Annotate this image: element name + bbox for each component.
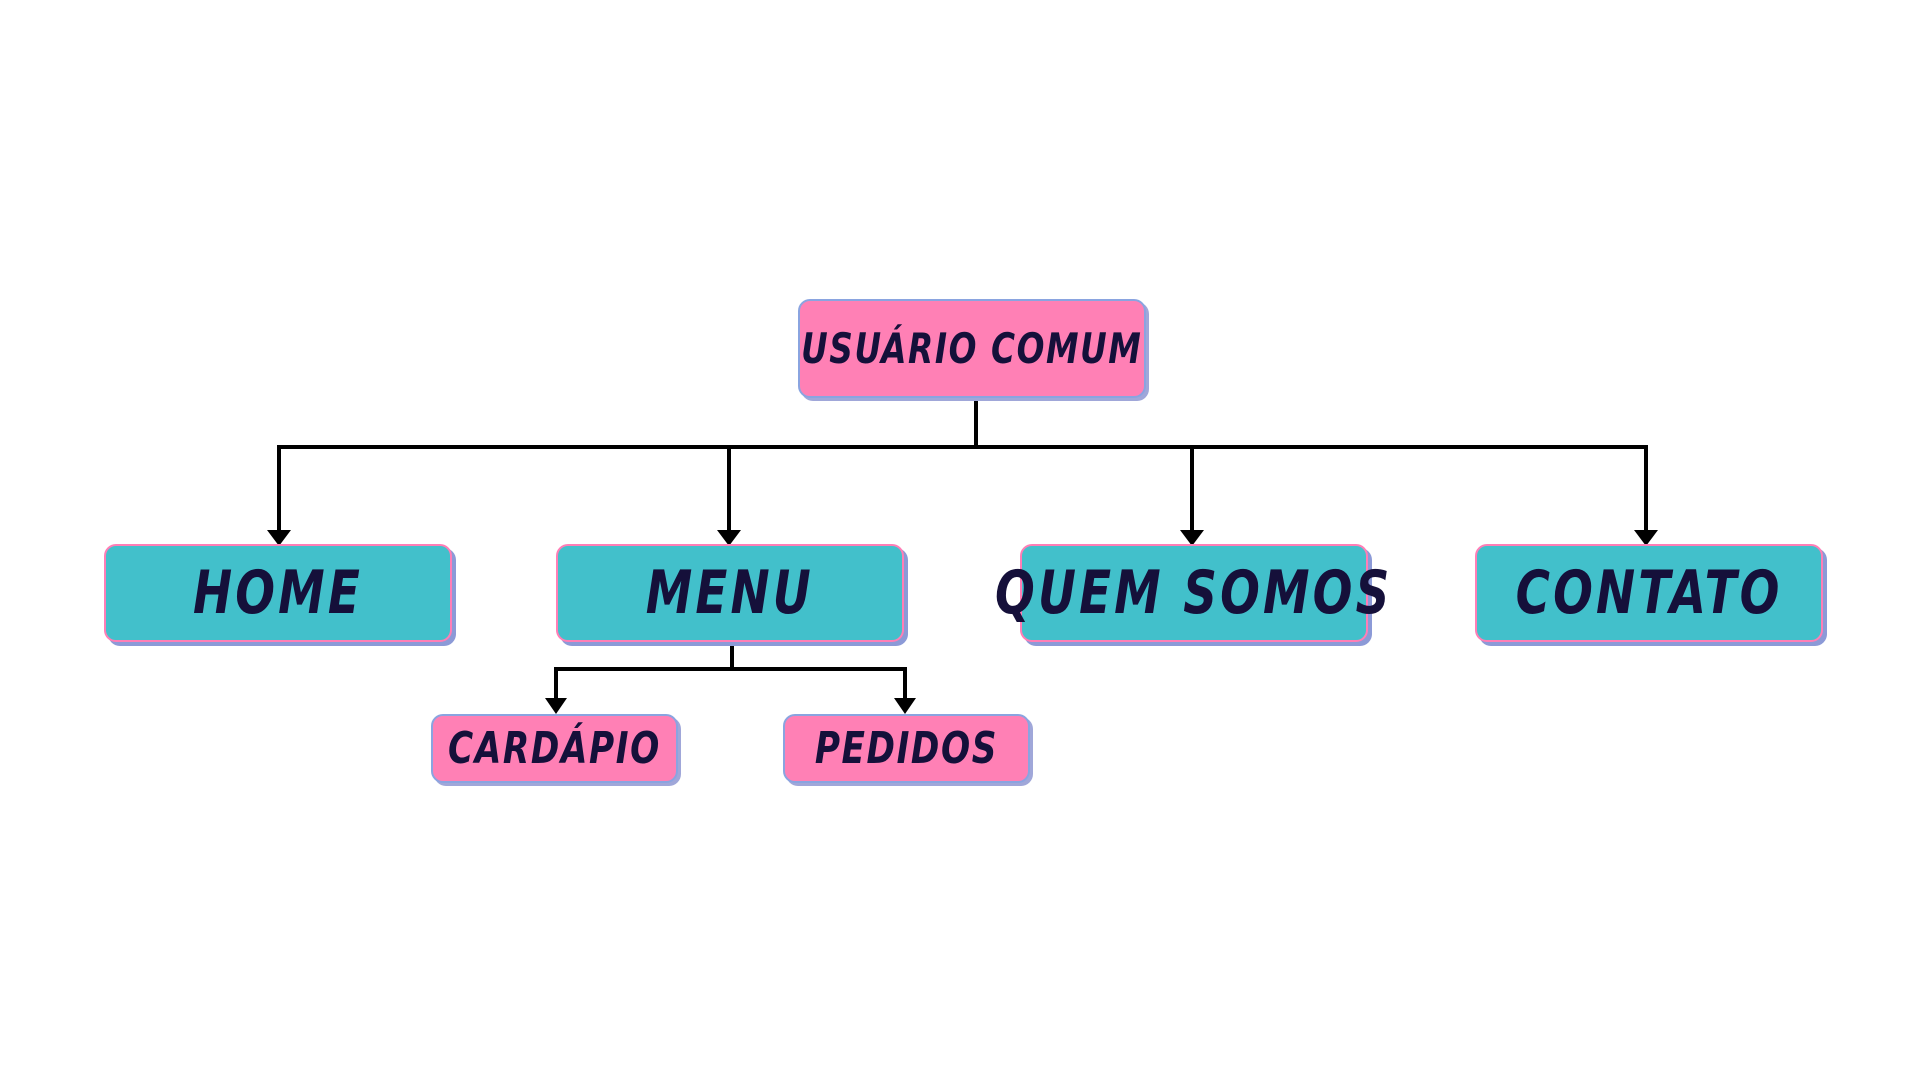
arrowhead-contato	[1634, 530, 1658, 546]
node-usuario-comum: USUÁRIO COMUM	[798, 299, 1146, 398]
node-home-label: HOME	[193, 558, 363, 628]
node-home: HOME	[104, 544, 452, 642]
arrowhead-menu	[717, 530, 741, 546]
node-cardapio-label: CARDÁPIO	[448, 723, 661, 774]
node-quem-somos-label: QUEM SOMOS	[995, 558, 1393, 628]
arrowhead-home	[267, 530, 291, 546]
node-pedidos-label: PEDIDOS	[814, 723, 999, 774]
arrowhead-pedidos	[894, 698, 916, 714]
node-quem-somos: QUEM SOMOS	[995, 544, 1390, 642]
node-menu-label: MENU	[645, 558, 815, 628]
node-cardapio: CARDÁPIO	[431, 714, 678, 783]
arrowhead-cardapio	[545, 698, 567, 714]
node-contato-label: CONTATO	[1515, 558, 1783, 628]
node-usuario-comum-label: USUÁRIO COMUM	[801, 324, 1143, 373]
arrowhead-quem-somos	[1180, 530, 1204, 546]
node-menu: MENU	[556, 544, 904, 642]
node-contato: CONTATO	[1475, 544, 1823, 642]
node-pedidos: PEDIDOS	[783, 714, 1030, 783]
